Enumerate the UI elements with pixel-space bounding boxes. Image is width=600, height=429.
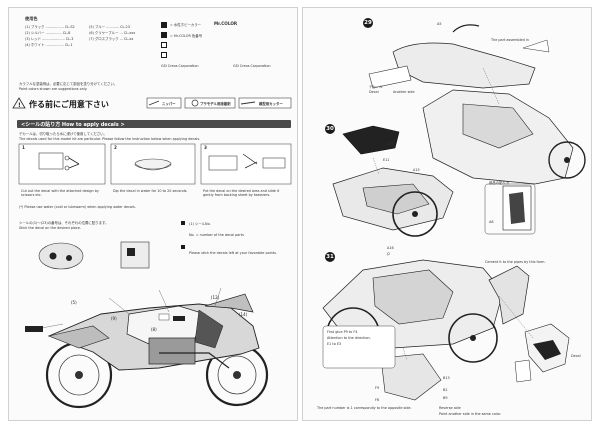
sticker-note: (1) シールNo. <box>189 222 211 226</box>
part-label: F6 <box>375 398 380 402</box>
decal-step-caption: Dip the decal in water for 10 to 20 seco… <box>113 189 188 193</box>
tool-label: プラモデル用接着剤 <box>200 102 231 106</box>
svg-text:(8): (8) <box>151 327 157 332</box>
part-label: B2 <box>443 388 448 392</box>
decal-step-number: 1 <box>22 145 25 150</box>
motorcycle-decal-diagram: (8) (9) (5) (12) (14) <box>25 241 269 409</box>
assembled-label: The part assembled in <box>491 38 529 42</box>
assembly-note: Attention to the direction. <box>327 336 371 340</box>
swatch-icon <box>161 32 167 38</box>
color-list-item: (5) ブルー ............ CL-23 <box>89 25 130 29</box>
correspond-note: The part number is 1 correspondly to the… <box>317 406 412 410</box>
step-number-30: 30 <box>325 124 335 134</box>
color-list-item: (3) レッド ..................... CL-3 <box>25 37 74 41</box>
assembly-note: E1 to E3 <box>327 342 342 346</box>
part-label: A15 <box>413 168 420 172</box>
decal-step-caption: Cut out the decal with the attached desi… <box>21 189 99 197</box>
swatch-icon <box>161 52 167 58</box>
assembly-note: First glue P9 to F4 <box>327 330 358 334</box>
prep-row-graphics: ! <box>12 97 292 109</box>
part-label: J2 <box>387 252 391 256</box>
bullet-icon <box>181 221 185 225</box>
tool-label: 模型用カッター <box>259 102 283 106</box>
step-number-31: 31 <box>325 252 335 262</box>
gsi-creos-label: GSI Creos Corporation <box>161 64 199 68</box>
decal-label: Decal <box>369 90 379 94</box>
part-label: B13 <box>443 376 450 380</box>
swatch-icon <box>161 22 167 28</box>
decal-jp-label: デカール <box>369 85 383 89</box>
color-list-item: (2) シルバー ............... CL-8 <box>25 31 71 35</box>
decal-step-number: 2 <box>114 145 117 150</box>
decal-short-label: Decal <box>571 354 581 358</box>
part-label: B9 <box>443 396 448 400</box>
intro-text: カラフルな塗装例は、必要に応じて部品を塗り分けてください。 <box>19 82 118 86</box>
color-list-item: (1) ブラック ................. CL-S2 <box>25 25 75 29</box>
reverse-side-label: Reverse side <box>439 406 461 410</box>
right-page: 29 30 31 A5 The part assembled in Decal … <box>302 7 592 421</box>
part-label: A8 <box>489 220 494 224</box>
decal-intro-jp: デカールは、切り取ったら水に浸けて使用してください。 <box>19 132 107 136</box>
swatch-icon <box>161 42 167 48</box>
color-list-item: (7) グロスブラック ... CL-xx <box>89 37 134 41</box>
another-side-label: Another side <box>393 90 415 94</box>
sticker-note: No. = number of the decal parts <box>189 233 244 237</box>
decal-steps-graphics <box>18 143 292 185</box>
decal-step-caption: Put the decal on the desired area and sl… <box>203 189 280 197</box>
intro-text-en: Paint colors shown are suggestions only. <box>19 87 88 91</box>
sticker-note: Please stick the decals left at your fav… <box>189 251 277 255</box>
part-label: F9 <box>375 386 380 390</box>
bullet-icon <box>181 245 185 249</box>
tool-label: ニッパー <box>162 102 176 106</box>
fit-note: Cement it to the pipes by this form. <box>485 260 546 264</box>
mr-color-label: Mr.COLOR <box>214 21 238 26</box>
instruction-spread: 使用色 (1) ブラック ................. CL-S2 (2)… <box>8 7 592 421</box>
svg-text:(12): (12) <box>211 295 220 300</box>
part-label: E11 <box>383 158 390 162</box>
decal-footnote: (*) Please use water (cold or lukewarm) … <box>19 205 136 209</box>
decal-intro-en: The decals used for this model kit are p… <box>19 137 201 141</box>
svg-text:!: ! <box>18 102 21 109</box>
svg-text:(9): (9) <box>111 316 117 321</box>
decal-section-bar: <シールの貼り方 How to apply decals > <box>17 120 291 128</box>
color-list-item: (4) ホワイト ................. CL-1 <box>25 43 73 47</box>
mr-color-note: = 水性ホビーカラー <box>170 23 202 27</box>
mr-color-line2: = Mr.COLOR 色番号 <box>170 34 203 38</box>
assembly-diagram <box>322 24 586 401</box>
decal-tip-jp: シールの(1)〜(23)の番号は、それぞれの位置に貼ります。 <box>19 221 109 225</box>
left-page: 使用色 (1) ブラック ................. CL-S2 (2)… <box>8 7 298 421</box>
decal-tip-en: Stick the decal on the desired place. <box>19 226 81 230</box>
decal-step-number: 3 <box>204 145 207 150</box>
color-list-item: (6) クリヤーブルー ... CL-xxx <box>89 31 136 35</box>
prep-title: 作る前にご用意下さい <box>29 100 109 109</box>
part-label: A5 <box>437 22 442 26</box>
decal-section-title: <シールの貼り方 How to apply decals > <box>21 122 125 128</box>
step-number-29: 29 <box>363 18 373 28</box>
part-label: A16 <box>387 142 394 146</box>
svg-text:(14): (14) <box>239 312 248 317</box>
callout-label-jp: 部品の貼り方 <box>489 181 510 185</box>
svg-text:(5): (5) <box>71 300 77 305</box>
used-colors-title: 使用色 <box>25 16 38 21</box>
gsi-creos-label: GSI Creos Corporation <box>233 64 271 68</box>
same-color-note: Paint another side in the same color. <box>439 412 502 416</box>
part-label: A16 <box>387 246 394 250</box>
